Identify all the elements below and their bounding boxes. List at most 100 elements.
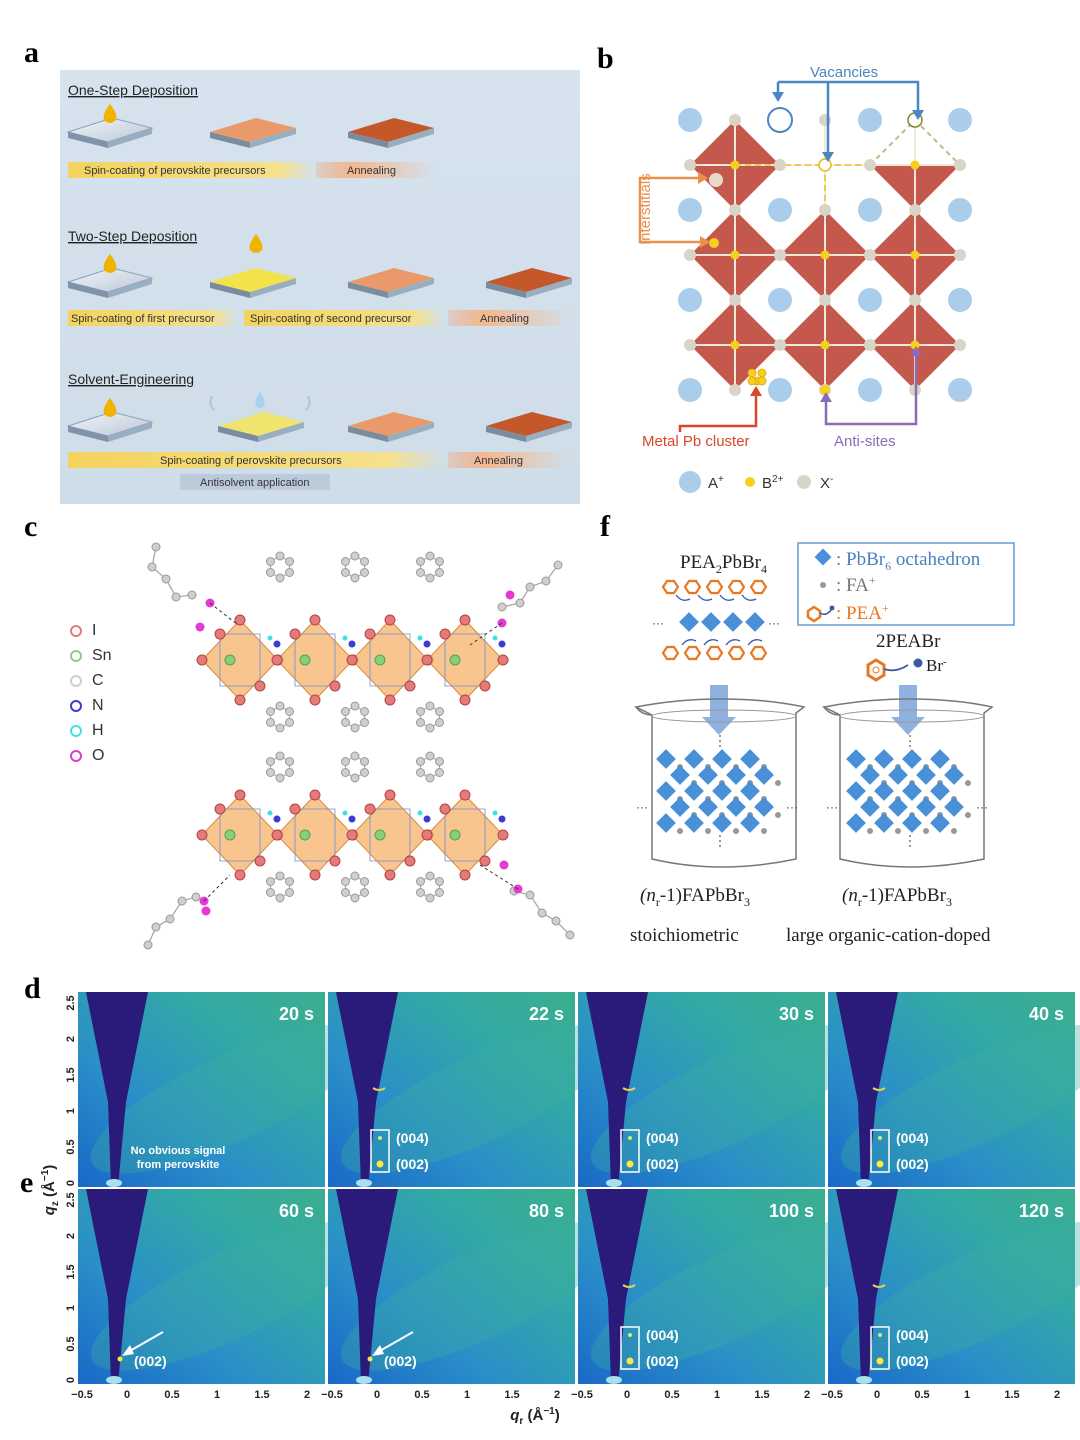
time-label: 80 s [529,1201,564,1221]
pbbr6-diamond [670,797,690,817]
legend-fa-label: : FA+ [836,573,876,596]
panel-label-e: e [20,1166,34,1199]
a-site-vacancy [767,107,793,133]
specular-spot [356,1376,372,1384]
i-atom [234,614,246,626]
peak-label-002: (002) [896,1156,929,1172]
c-atom [350,551,360,561]
a-site-ion [858,198,882,222]
c-atom [340,707,350,716]
two-peabr-label: 2PEABr [876,631,941,652]
sn-atom [299,829,311,841]
c-atom [425,573,435,583]
n-atom [348,640,356,648]
h-atom [417,635,423,641]
c-atom [285,888,295,897]
peak-label-004: (004) [646,1327,679,1343]
legend-item-i: I [70,618,112,643]
pbbr6-diamond [698,797,718,817]
a-site-ion [948,108,972,132]
fapbbr3-lattice-2: ······ [826,735,988,849]
peak-label-002: (002) [646,1353,679,1369]
specular-spot [606,1376,622,1384]
c-atom [360,557,370,566]
ring-arc [872,1087,886,1091]
x-tick-label: 0 [624,1389,630,1401]
pbbr6-diamond [916,797,936,817]
panel-b-defect-lattice: Vacancies Interstitials Metal Pb cluster… [637,64,972,493]
sn-atom [449,829,461,841]
atom-marker [70,674,82,687]
h-atom [492,810,498,816]
sn-atom [224,654,236,666]
pbbr6-diamond [726,797,746,817]
i-atom [289,803,301,815]
c-atom [350,723,360,733]
ellipsis: ··· [786,800,798,814]
y-tick-label: 2.5 [65,1192,77,1207]
beamstop-shadow [586,992,648,1187]
beamstop-shadow [336,992,398,1187]
a-site-ion [858,288,882,312]
legend-item-c: C [70,668,112,693]
sn-atom [299,654,311,666]
arrow-label: (002) [384,1353,417,1369]
c-atom [350,871,360,881]
fa-cation [677,828,683,834]
panel-label-c: c [24,510,38,543]
b-site-ion [730,250,740,260]
a-site-ion [678,108,702,132]
o-atom [201,906,211,916]
pbbr6-diamond [888,765,908,785]
i-atom [214,803,226,815]
fa-cation [775,812,781,818]
pea-ring [705,579,724,595]
pea-chain [747,639,763,646]
specular-spot [856,1376,872,1384]
ring-arc [872,1284,886,1288]
i-atom [439,803,451,815]
a-site-ion [858,108,882,132]
c-atom [435,888,445,897]
giwaxs-panel: 120 s(004)(002) [828,1189,1080,1384]
c-atom [415,768,425,777]
substrate-with-drop-2 [66,254,154,298]
c-atom [525,582,535,592]
arrow-head [122,1345,134,1356]
ring-arc [372,1087,386,1091]
b-site-ion [820,340,830,350]
c-atom [350,893,360,903]
x-site-ion [774,159,786,171]
i-atom [459,694,471,706]
pbbr6-diamond [712,749,732,769]
legend-b-marker [745,477,755,487]
c-atom [340,877,350,886]
x-site-ion [729,204,741,216]
beamstop-shadow [336,1189,398,1384]
c-atom [143,940,153,950]
x-site-ion [819,294,831,306]
x-tick-label: 0.5 [914,1389,929,1401]
peak-label-002: (002) [896,1353,929,1369]
i-atom [497,654,509,666]
pbbr6-diamond [740,749,760,769]
atom-marker [70,649,82,662]
panel-f-synthesis-schematic: PEA2PbBr4 : PbBr6 octahedron : FA+ : PEA… [630,542,1015,946]
c-atom [360,877,370,886]
i-atom [384,869,396,881]
c-atom [415,877,425,886]
legend-b-label: B2+ [762,474,784,492]
time-label: 20 s [279,1004,314,1024]
b-site-ion [910,340,920,350]
br-label: Br- [926,656,947,675]
ellipsis: ··· [768,616,780,630]
i-atom [384,694,396,706]
i-atom [479,680,491,692]
c-atom [285,877,295,886]
x-tick-label: 2 [1054,1389,1060,1401]
x-site-ion [864,159,876,171]
c-atom [265,888,275,897]
interstitial-b [709,238,719,248]
a-site-ion [678,198,702,222]
